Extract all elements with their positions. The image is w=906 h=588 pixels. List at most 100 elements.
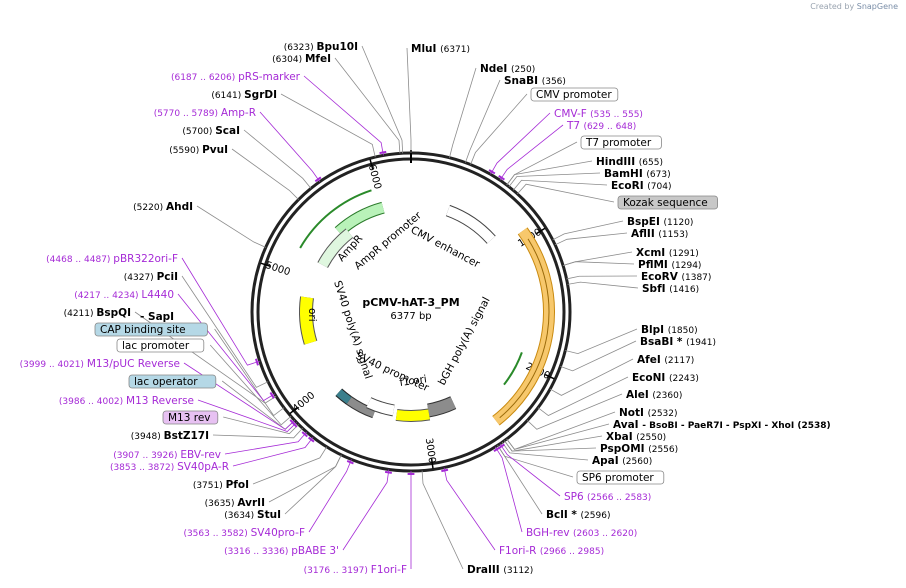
afei-label: AfeI (2117) [637,354,694,366]
position-text: (6304) [272,55,305,65]
orange-cds-inner [499,238,550,419]
feature-box-label: SP6 promoter [582,472,654,484]
position-text: (3986 .. 4002) [59,397,126,407]
name-text: BsaBI * [640,336,686,348]
leader-line [231,148,299,200]
leader-line [506,160,593,186]
position-text: (2966 .. 2985) [540,547,604,557]
leader-line [508,172,601,187]
leader-line [566,275,638,280]
feature-arcs [299,189,555,426]
leader-line [512,179,608,191]
leader-line [565,328,638,355]
leader-line [470,93,528,165]
leader-line [181,275,269,388]
bgh-arc [427,397,456,417]
position-text: (2243) [669,374,699,384]
leader-line [494,446,523,533]
name-text: M13/pUC Reverse [87,358,180,370]
position-text: (6323) [284,43,317,53]
leader-line [504,440,597,452]
name-text: DraIII [467,564,503,576]
name-text: Bpu10I [316,41,358,53]
credit-prefix: Created by [810,2,855,11]
stui-label: (3634) StuI [224,509,281,521]
feature-box [530,87,619,102]
ruler-tick-label: 4000 [291,390,318,415]
amprp-label: (5770 .. 5789) Amp-R [154,107,256,119]
name-text: PvuI [202,144,228,156]
leader-line [284,454,342,515]
cmv-enhancer-label: CMV enhancer [409,224,483,271]
avai-label: AvaI - BsoBI - PaeR7I - PspXI - XhoI (25… [613,419,831,431]
ruler-tick [289,406,299,415]
leader-line [181,257,260,366]
leader-line [197,399,297,432]
position-text: (629 .. 648) [583,122,636,132]
noti-label: NotI (2532) [619,407,678,419]
pcii-label: (4327) PciI [124,271,178,283]
leader-line [196,205,266,248]
bstz17i-label: (3948) BstZ17I [131,430,209,442]
position-text: (673) [646,170,670,180]
name-text: AflII [631,228,658,240]
position-text: (2550) [636,433,666,443]
f1-ori-arc [395,409,430,421]
position-text: (5220) [133,203,166,213]
primer-mark [384,470,392,474]
leader-line [214,328,285,417]
position-text: (3316 .. 3336) [224,547,291,557]
name-text: HindIII [596,156,639,168]
position-text: (1294) [672,261,702,271]
f1-ori-label: f1 ori [399,373,428,389]
leader-line [303,75,384,156]
snabi-label: SnaBI (356) [504,75,566,87]
name-text: EcoRI [611,180,647,192]
plasmid-name: pCMV-hAT-3_PM [362,296,459,309]
f1orir-label: F1ori-R (2966 .. 2985) [499,545,604,557]
position-text: (3853 .. 3872) [110,463,177,473]
feature-box [580,135,662,150]
feature-box [128,374,217,389]
bcli-label: BclI * (2596) [546,509,610,521]
leader-line [243,129,312,189]
primer-mark [488,169,496,175]
position-text: (4327) [124,273,157,283]
feature-box [576,470,665,485]
leader-line [517,183,615,203]
primer-mark [493,446,501,452]
name-text: PflMI [638,259,672,271]
prsm-label: (6187 .. 6206) pRS-marker [171,71,301,83]
name-text: pRS-marker [238,71,301,83]
bpu10i-label: (6323) Bpu10I [284,41,358,53]
leader-line [232,437,314,467]
name-text: F1ori-R [499,545,540,557]
primer-mark [269,391,275,399]
ampr-promoter-arc [318,229,353,268]
scai-label: (5700) ScaI [182,125,240,137]
blpi-label: BlpI (1850) [641,324,698,336]
name-text: T7 [566,120,583,132]
name-text: EBV-rev [180,449,221,461]
leader-line [223,416,299,435]
name-text: AleI [626,389,652,401]
primer-mark [346,459,354,465]
feature-box-label: T7 promoter [585,137,652,149]
primer-mark [498,174,505,181]
ruler-tick-label: 6000 [366,163,383,190]
f1orif-label: (3176 .. 3197) F1ori-F [304,564,407,576]
mlui-label: MluI (6371) [411,43,470,55]
leader-line [334,57,401,154]
feature-box-label: lac operator [134,376,198,388]
apai-label: ApaI (2560) [592,455,652,467]
leader-line [552,220,624,241]
leader-line [560,340,637,372]
position-text: (3948) [131,432,164,442]
ruler-tick [369,159,374,170]
name-text: EcoNI [632,372,669,384]
position-text: (3907 .. 3926) [113,451,180,461]
sapi-label: - SapI [140,311,174,323]
xcmi-label: XcmI (1291) [636,247,699,259]
name-text: StuI [257,509,281,521]
